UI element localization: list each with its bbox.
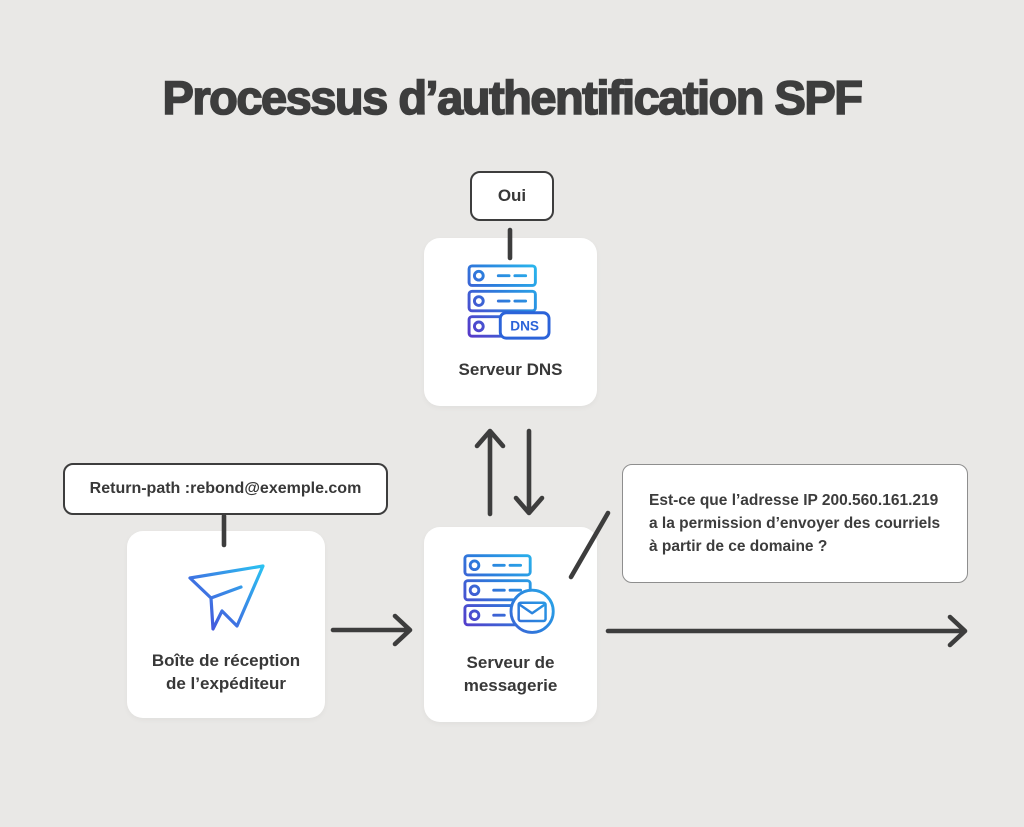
sender-card-label: Boîte de réception de l’expéditeur	[151, 650, 301, 693]
dns-server-card: DNS Serveur DNS	[424, 238, 597, 406]
mail-card-label: Serveur de messagerie	[463, 652, 558, 695]
return-path-box: Return-path :rebond@exemple.com	[63, 463, 388, 515]
ip-permission-question-box: Est-ce que l’adresse IP 200.560.161.219 …	[622, 464, 968, 583]
mail-server-card: Serveur de messagerie	[424, 527, 597, 722]
return-path-label: Return-path :rebond@exemple.com	[89, 480, 362, 497]
dns-to-mailserver-down-arrow	[513, 428, 545, 516]
dns-card-label: Serveur DNS	[458, 359, 563, 379]
dns-server-icon: DNS	[467, 263, 550, 340]
dns-badge-label: DNS	[510, 318, 539, 333]
sender-inbox-card: Boîte de réception de l’expéditeur	[127, 531, 325, 718]
paper-plane-icon	[188, 563, 265, 631]
oui-label: Oui	[497, 186, 527, 205]
mailserver-to-dns-up-arrow	[474, 428, 506, 517]
mailserver-outgoing-arrow	[605, 614, 968, 648]
sender-to-mailserver-arrow	[330, 613, 413, 647]
page-title: Processus d’authentification SPF	[162, 70, 864, 125]
mail-server-icon	[462, 553, 555, 634]
oui-label-box: Oui	[470, 171, 554, 221]
